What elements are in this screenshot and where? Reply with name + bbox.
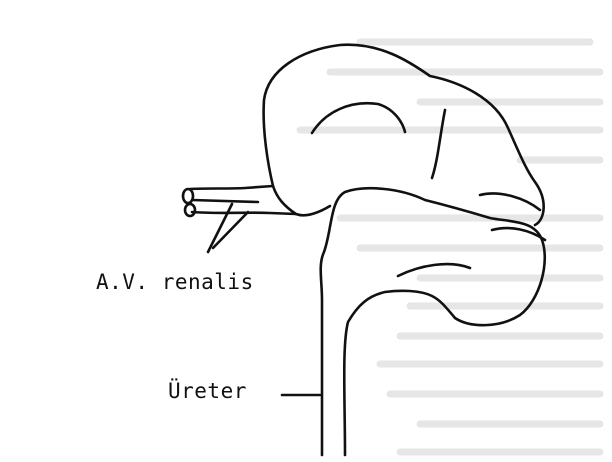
inner-line-3 [480, 193, 540, 210]
vessel-end-lower [185, 204, 195, 216]
inner-line-5 [398, 264, 470, 276]
ureter-label: Üreter [168, 379, 247, 403]
renal-vessel-lower [192, 212, 296, 214]
av-renalis-label: A.V. renalis [96, 270, 254, 294]
pointer-line-1 [208, 204, 232, 252]
inner-line-2 [432, 110, 445, 178]
vessel-end-upper [183, 189, 193, 203]
renal-vessel-upper [190, 186, 273, 189]
renal-vessel-middle [192, 200, 258, 202]
